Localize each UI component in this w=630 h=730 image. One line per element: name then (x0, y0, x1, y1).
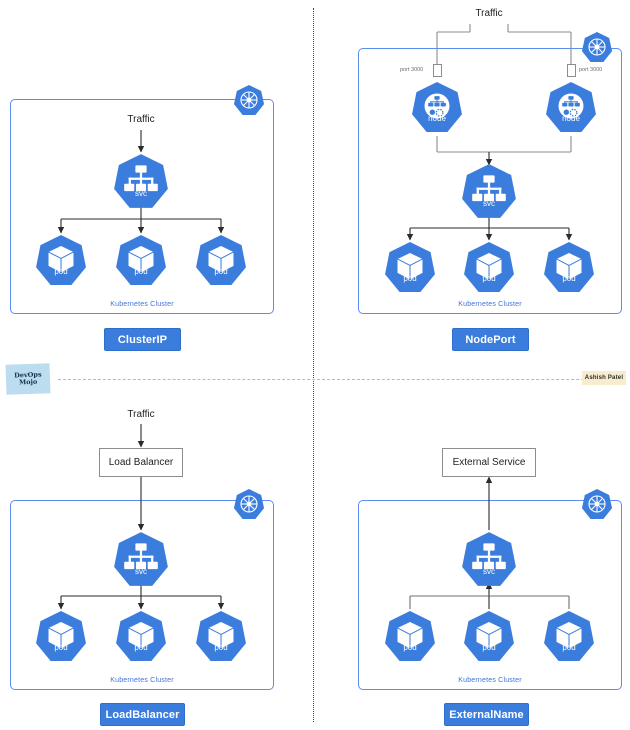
traffic-label-loadbalancer: Traffic (127, 409, 155, 420)
node-port-chip-2 (567, 64, 576, 77)
node-port-label-2: port 3000 (579, 67, 603, 73)
devops-mojo-line2: Mojo (18, 377, 38, 387)
traffic-label-nodeport: Traffic (475, 8, 503, 19)
pod-icon-1-externalname: pod (384, 610, 436, 662)
cluster-box-clusterip: Kubernetes Cluster (10, 99, 274, 314)
traffic-label-clusterip: Traffic (127, 114, 155, 125)
pod-icon-1-clusterip: pod (35, 234, 87, 286)
cluster-label: Kubernetes Cluster (110, 301, 174, 308)
load-balancer-box: Load Balancer (99, 448, 183, 477)
service-type-label-nodeport[interactable]: NodePort (452, 328, 529, 351)
pod-icon-3-externalname: pod (543, 610, 595, 662)
cluster-box-loadbalancer: Kubernetes Cluster (10, 500, 274, 690)
author-watermark: Ashish Patel (582, 371, 626, 385)
node-icon-2: node (545, 81, 597, 133)
cluster-box-nodeport: Kubernetes Cluster (358, 48, 622, 314)
cluster-label: Kubernetes Cluster (110, 677, 174, 684)
service-type-label-externalname[interactable]: ExternalName (444, 703, 529, 726)
node-port-label-1: port 3000 (400, 67, 424, 73)
horizontal-divider (58, 379, 614, 380)
node-port-chip-1 (433, 64, 442, 77)
vertical-divider (313, 8, 314, 722)
service-icon-loadbalancer: svc (113, 531, 169, 587)
kubernetes-wheel-icon (581, 488, 613, 520)
devops-mojo-watermark: DevOps Mojo (5, 363, 51, 395)
external-service-box: External Service (442, 448, 536, 477)
author-name: Ashish Patel (584, 375, 624, 381)
cluster-label: Kubernetes Cluster (458, 677, 522, 684)
service-type-label-loadbalancer[interactable]: LoadBalancer (100, 703, 185, 726)
kubernetes-wheel-icon (233, 84, 265, 116)
cluster-label: Kubernetes Cluster (458, 301, 522, 308)
pod-icon-1-nodeport: pod (384, 241, 436, 293)
kubernetes-wheel-icon (233, 488, 265, 520)
cluster-box-externalname: Kubernetes Cluster (358, 500, 622, 690)
service-type-label-clusterip[interactable]: ClusterIP (104, 328, 181, 351)
pod-icon-2-externalname: pod (463, 610, 515, 662)
service-icon-externalname: svc (461, 531, 517, 587)
kubernetes-wheel-icon (581, 31, 613, 63)
